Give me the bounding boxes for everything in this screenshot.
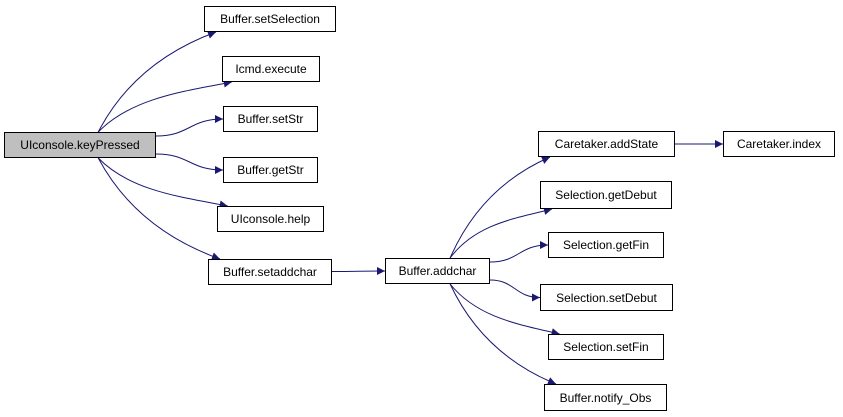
node-buffer-getstr[interactable]: Buffer.getStr: [223, 157, 318, 183]
edge-keypressed-to-setstr: [155, 115, 224, 137]
node-buffer-setaddchar[interactable]: Buffer.setaddchar: [208, 259, 332, 285]
node-buffer-setselection[interactable]: Buffer.setSelection: [204, 6, 336, 32]
edge-addchar-to-getfin: [489, 241, 549, 263]
node-buffer-notify-obs[interactable]: Buffer.notify_Obs: [544, 384, 667, 411]
node-caretaker-index[interactable]: Caretaker.index: [723, 131, 835, 157]
node-selection-getdebut[interactable]: Selection.getDebut: [540, 181, 672, 209]
node-selection-setfin[interactable]: Selection.setFin: [548, 334, 664, 360]
node-selection-getfin[interactable]: Selection.getFin: [548, 232, 664, 258]
edge-keypressed-to-help: [97, 157, 228, 209]
node-icmd-execute[interactable]: Icmd.execute: [222, 56, 320, 82]
node-buffer-addchar[interactable]: Buffer.addchar: [385, 258, 490, 284]
edge-keypressed-to-icmd_execute: [97, 79, 232, 133]
edge-addchar-to-notify: [449, 283, 557, 385]
node-buffer-setstr[interactable]: Buffer.setStr: [223, 106, 318, 132]
edge-addchar-to-addstate: [449, 156, 551, 259]
edge-addchar-to-setdebut: [489, 279, 541, 302]
edge-keypressed-to-setselection: [97, 31, 217, 133]
edge-keypressed-to-setaddchar: [97, 157, 221, 261]
node-selection-setdebut[interactable]: Selection.setDebut: [540, 284, 673, 311]
edge-setaddchar-to-addchar: [331, 267, 386, 276]
edge-addchar-to-setfin: [449, 283, 560, 337]
edge-addchar-to-getdebut: [449, 207, 553, 259]
edge-keypressed-to-getstr: [155, 153, 224, 174]
node-uiconsole-keypressed[interactable]: UIconsole.keyPressed: [4, 132, 156, 158]
node-uiconsole-help[interactable]: UIconsole.help: [217, 206, 324, 232]
node-caretaker-addstate[interactable]: Caretaker.addState: [538, 131, 675, 157]
